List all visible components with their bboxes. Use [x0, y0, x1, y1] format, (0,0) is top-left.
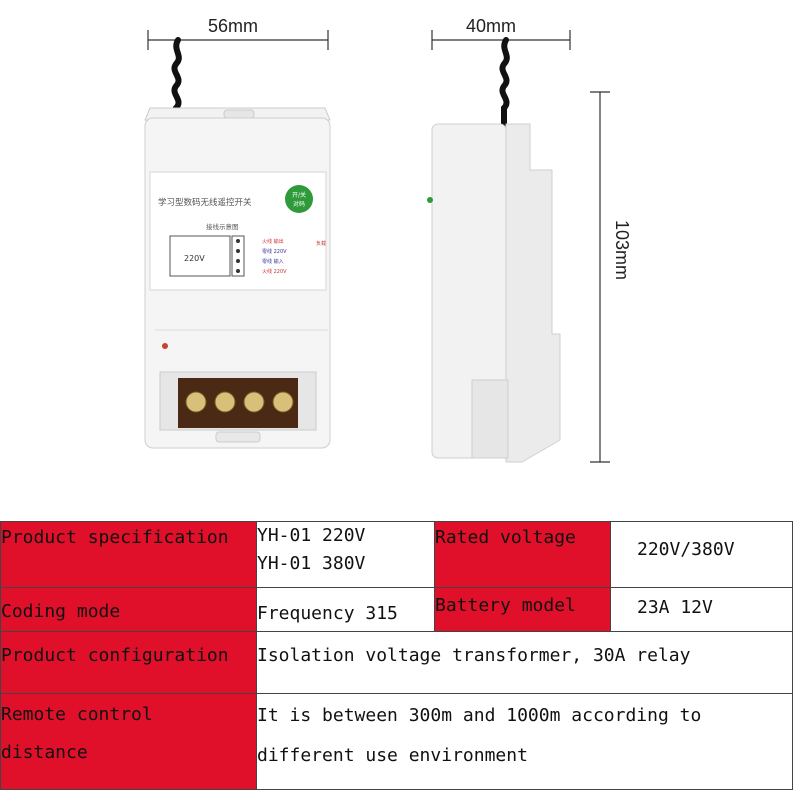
coding-mode-value: Frequency 315 — [256, 587, 435, 632]
depth-dimension — [431, 30, 571, 50]
side-view — [427, 37, 561, 463]
configuration-label: Product configuration — [0, 631, 257, 694]
antenna-side — [499, 37, 510, 127]
front-view: 学习型数码无线遥控开关 开/关 对码 接线示意图 220V 火线 输出 零线 2… — [144, 37, 331, 449]
svg-text:火线 220V: 火线 220V — [262, 268, 287, 275]
device-title: 学习型数码无线遥控开关 — [158, 197, 252, 208]
spec-label: Product specification — [0, 521, 257, 588]
pairing-button — [285, 185, 313, 213]
battery-model-label: Battery model — [434, 587, 611, 632]
antenna — [171, 37, 182, 123]
depth-label: 40mm — [466, 16, 517, 36]
spec-value: YH-01 220V YH-01 380V — [256, 521, 435, 588]
product-illustration: 学习型数码无线遥控开关 开/关 对码 接线示意图 220V 火线 输出 零线 2… — [144, 30, 610, 463]
table-row: Product configuration Isolation voltage … — [0, 631, 793, 694]
height-label: 103mm — [612, 220, 632, 281]
rated-voltage-label: Rated voltage — [434, 521, 611, 588]
svg-text:220V: 220V — [184, 254, 205, 263]
width-label: 56mm — [208, 16, 259, 36]
svg-text:接线示意图: 接线示意图 — [206, 222, 239, 231]
svg-text:零线 输入: 零线 输入 — [262, 258, 284, 265]
coding-mode-label: Coding mode — [0, 587, 257, 632]
svg-text:对码: 对码 — [293, 200, 305, 208]
battery-model-value: 23A 12V — [610, 587, 793, 632]
svg-text:负载: 负载 — [316, 240, 326, 247]
svg-text:开/关: 开/关 — [292, 191, 306, 199]
status-led — [162, 343, 168, 349]
configuration-value: Isolation voltage transformer, 30A relay — [256, 631, 793, 694]
distance-label: Remote control distance — [0, 693, 257, 790]
spec-table: Product specification YH-01 220V YH-01 3… — [0, 521, 793, 790]
table-row: Coding mode Frequency 315 Battery model … — [0, 587, 793, 632]
table-row: Remote control distance It is between 30… — [0, 693, 793, 790]
table-row: Product specification YH-01 220V YH-01 3… — [0, 521, 793, 588]
svg-text:火线 输出: 火线 输出 — [262, 238, 284, 245]
rated-voltage-value: 220V/380V — [610, 521, 793, 588]
distance-value: It is between 300m and 1000m according t… — [256, 693, 793, 790]
height-dimension — [590, 91, 610, 463]
svg-text:零线 220V: 零线 220V — [262, 248, 287, 255]
